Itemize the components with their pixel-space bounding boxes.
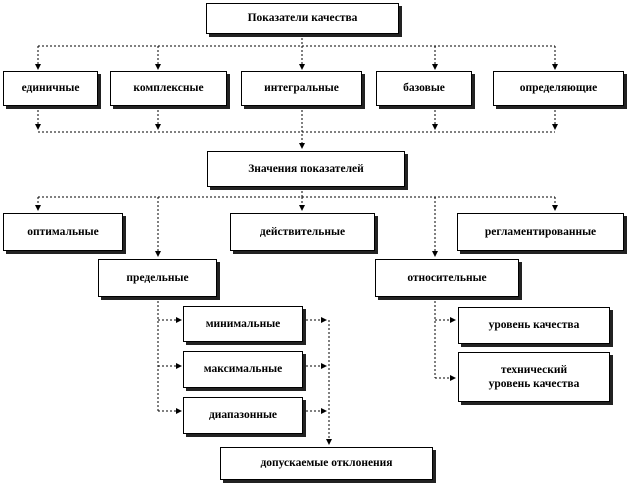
values-box: Значения показателей: [207, 151, 405, 187]
limit-box: предельные: [98, 259, 217, 297]
tolerances-label: допускаемые отклонения: [260, 457, 393, 470]
complex-box: комплексные: [110, 71, 227, 106]
regulated-label: регламентированные: [484, 225, 597, 238]
base-label: базовые: [403, 82, 445, 95]
actual-box: действительные: [230, 213, 375, 251]
technical-label-line1: технический: [500, 363, 568, 376]
tolerances-box: допускаемые отклонения: [220, 447, 433, 480]
range-label: диапазонные: [208, 409, 278, 422]
single-label: единичные: [21, 82, 80, 95]
quality-level-label: уровень качества: [488, 319, 580, 332]
optimal-label: оптимальные: [27, 225, 99, 238]
integral-box: интегральные: [241, 71, 362, 106]
maximal-label: максимальные: [203, 363, 283, 376]
relative-label: относительные: [407, 271, 487, 284]
maximal-box: максимальные: [183, 351, 303, 388]
technical-quality-level-box: технический уровень качества: [458, 352, 610, 402]
defining-box: определяющие: [493, 71, 624, 106]
quality-level-box: уровень качества: [458, 307, 610, 344]
values-label: Значения показателей: [248, 162, 364, 175]
defining-label: определяющие: [519, 82, 598, 95]
quality-indicators-box: Показатели качества: [206, 3, 399, 34]
limit-label: предельные: [126, 271, 189, 284]
quality-indicators-label: Показатели качества: [247, 12, 358, 25]
actual-label: действительные: [259, 225, 346, 238]
optimal-box: оптимальные: [3, 213, 123, 251]
complex-label: комплексные: [133, 82, 204, 95]
single-box: единичные: [3, 71, 98, 106]
base-box: базовые: [376, 71, 472, 106]
range-box: диапазонные: [183, 397, 303, 434]
minimal-box: минимальные: [183, 306, 303, 342]
integral-label: интегральные: [264, 82, 339, 95]
relative-box: относительные: [375, 259, 519, 297]
minimal-label: минимальные: [205, 317, 281, 330]
regulated-box: регламентированные: [457, 213, 624, 251]
technical-label-line2: уровень качества: [488, 378, 580, 390]
